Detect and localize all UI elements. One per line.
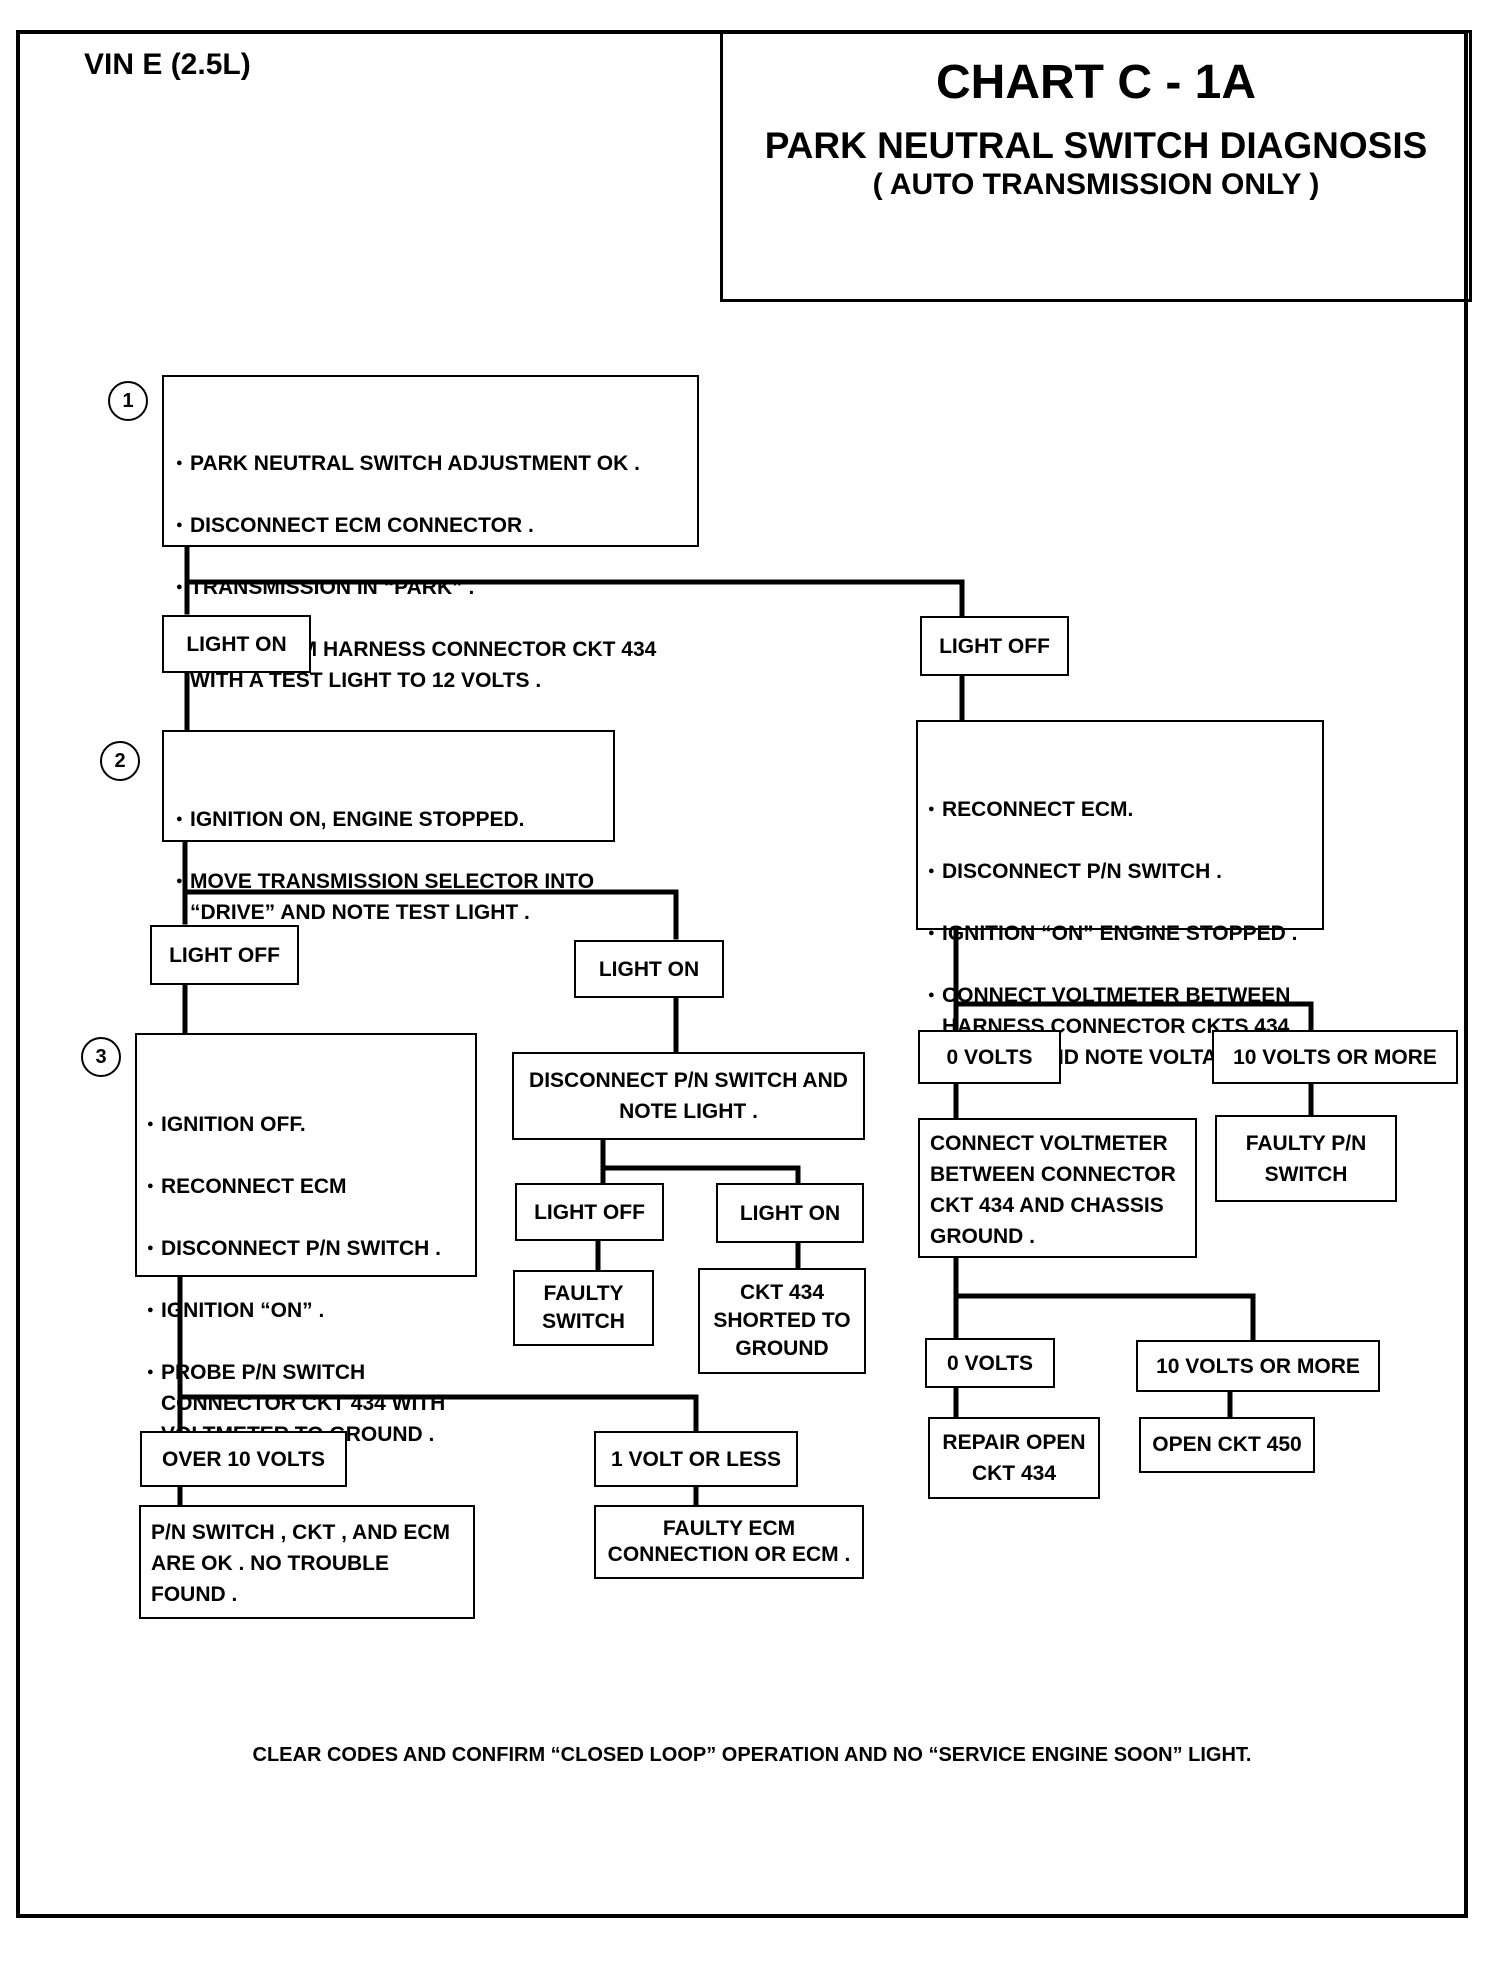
faulty-ecm-result: FAULTY ECM CONNECTION OR ECM . [594, 1505, 864, 1579]
right-test-box: RECONNECT ECM. DISCONNECT P/N SWITCH . I… [916, 720, 1324, 1069]
step-3-box: IGNITION OFF. RECONNECT ECM DISCONNECT P… [135, 1033, 477, 1446]
step-3-item: IGNITION “ON” . [147, 1295, 465, 1326]
right-test-item: DISCONNECT P/N SWITCH . [928, 856, 1312, 887]
pn-ok-result: P/N SWITCH , CKT , AND ECM ARE OK . NO T… [139, 1505, 475, 1619]
faulty-pn-switch-result: FAULTY P/N SWITCH [1215, 1115, 1397, 1202]
step-1-box: PARK NEUTRAL SWITCH ADJUSTMENT OK . DISC… [162, 375, 699, 692]
chart-title-box: CHART C - 1A PARK NEUTRAL SWITCH DIAGNOS… [720, 30, 1472, 302]
step-3-marker: 3 [81, 1037, 121, 1077]
open-ckt450-result: OPEN CKT 450 [1139, 1417, 1315, 1473]
chart-subtitle: ( AUTO TRANSMISSION ONLY ) [872, 168, 1320, 201]
right-10-volts-label: 10 VOLTS OR MORE [1212, 1030, 1458, 1084]
step-1-item: PARK NEUTRAL SWITCH ADJUSTMENT OK . [176, 448, 685, 479]
right-connect-0-volts-label: 0 VOLTS [925, 1338, 1055, 1388]
repair-open-ckt434-result: REPAIR OPEN CKT 434 [928, 1417, 1100, 1499]
step-2-light-on-label: LIGHT ON [574, 940, 724, 998]
footer-note: CLEAR CODES AND CONFIRM “CLOSED LOOP” OP… [252, 1744, 1252, 1766]
step-1-marker: 1 [108, 381, 148, 421]
pn-light-off-label: LIGHT OFF [515, 1183, 664, 1241]
step-1-item: DISCONNECT ECM CONNECTOR . [176, 510, 685, 541]
pn-light-on-label: LIGHT ON [716, 1183, 864, 1243]
step-3-item: PROBE P/N SWITCH CONNECTOR CKT 434 WITH … [147, 1357, 465, 1450]
step-2-box: IGNITION ON, ENGINE STOPPED. MOVE TRANSM… [162, 730, 615, 924]
step-2-item: IGNITION ON, ENGINE STOPPED. [176, 804, 601, 835]
right-test-item: RECONNECT ECM. [928, 794, 1312, 825]
step-2-marker: 2 [100, 741, 140, 781]
disconnect-pn-box: DISCONNECT P/N SWITCH AND NOTE LIGHT . [512, 1052, 865, 1140]
right-test-item: IGNITION “ON” ENGINE STOPPED . [928, 918, 1312, 949]
step-3-item: DISCONNECT P/N SWITCH . [147, 1233, 465, 1264]
vin-label: VIN E (2.5L) [84, 48, 251, 81]
ckt434-shorted-result: CKT 434 SHORTED TO GROUND [698, 1268, 866, 1374]
step-1-light-on-label: LIGHT ON [162, 615, 311, 673]
right-0-volts-label: 0 VOLTS [918, 1030, 1061, 1084]
step-1-item: TRANSMISSION IN “PARK” . [176, 572, 685, 603]
1-volt-or-less-label: 1 VOLT OR LESS [594, 1431, 798, 1487]
chart-id: CHART C - 1A [936, 56, 1256, 109]
step-2-item: MOVE TRANSMISSION SELECTOR INTO “DRIVE” … [176, 866, 601, 928]
faulty-switch-result: FAULTY SWITCH [513, 1270, 654, 1346]
step-3-item: IGNITION OFF. [147, 1109, 465, 1140]
step-1-light-off-label: LIGHT OFF [920, 616, 1069, 676]
chart-title: PARK NEUTRAL SWITCH DIAGNOSIS [764, 125, 1428, 166]
step-3-item: RECONNECT ECM [147, 1171, 465, 1202]
step-2-light-off-label: LIGHT OFF [150, 925, 299, 985]
right-connect-10-volts-label: 10 VOLTS OR MORE [1136, 1340, 1380, 1392]
over-10-volts-label: OVER 10 VOLTS [140, 1431, 347, 1487]
connect-voltmeter-box: CONNECT VOLTMETER BETWEEN CONNECTOR CKT … [918, 1118, 1197, 1258]
